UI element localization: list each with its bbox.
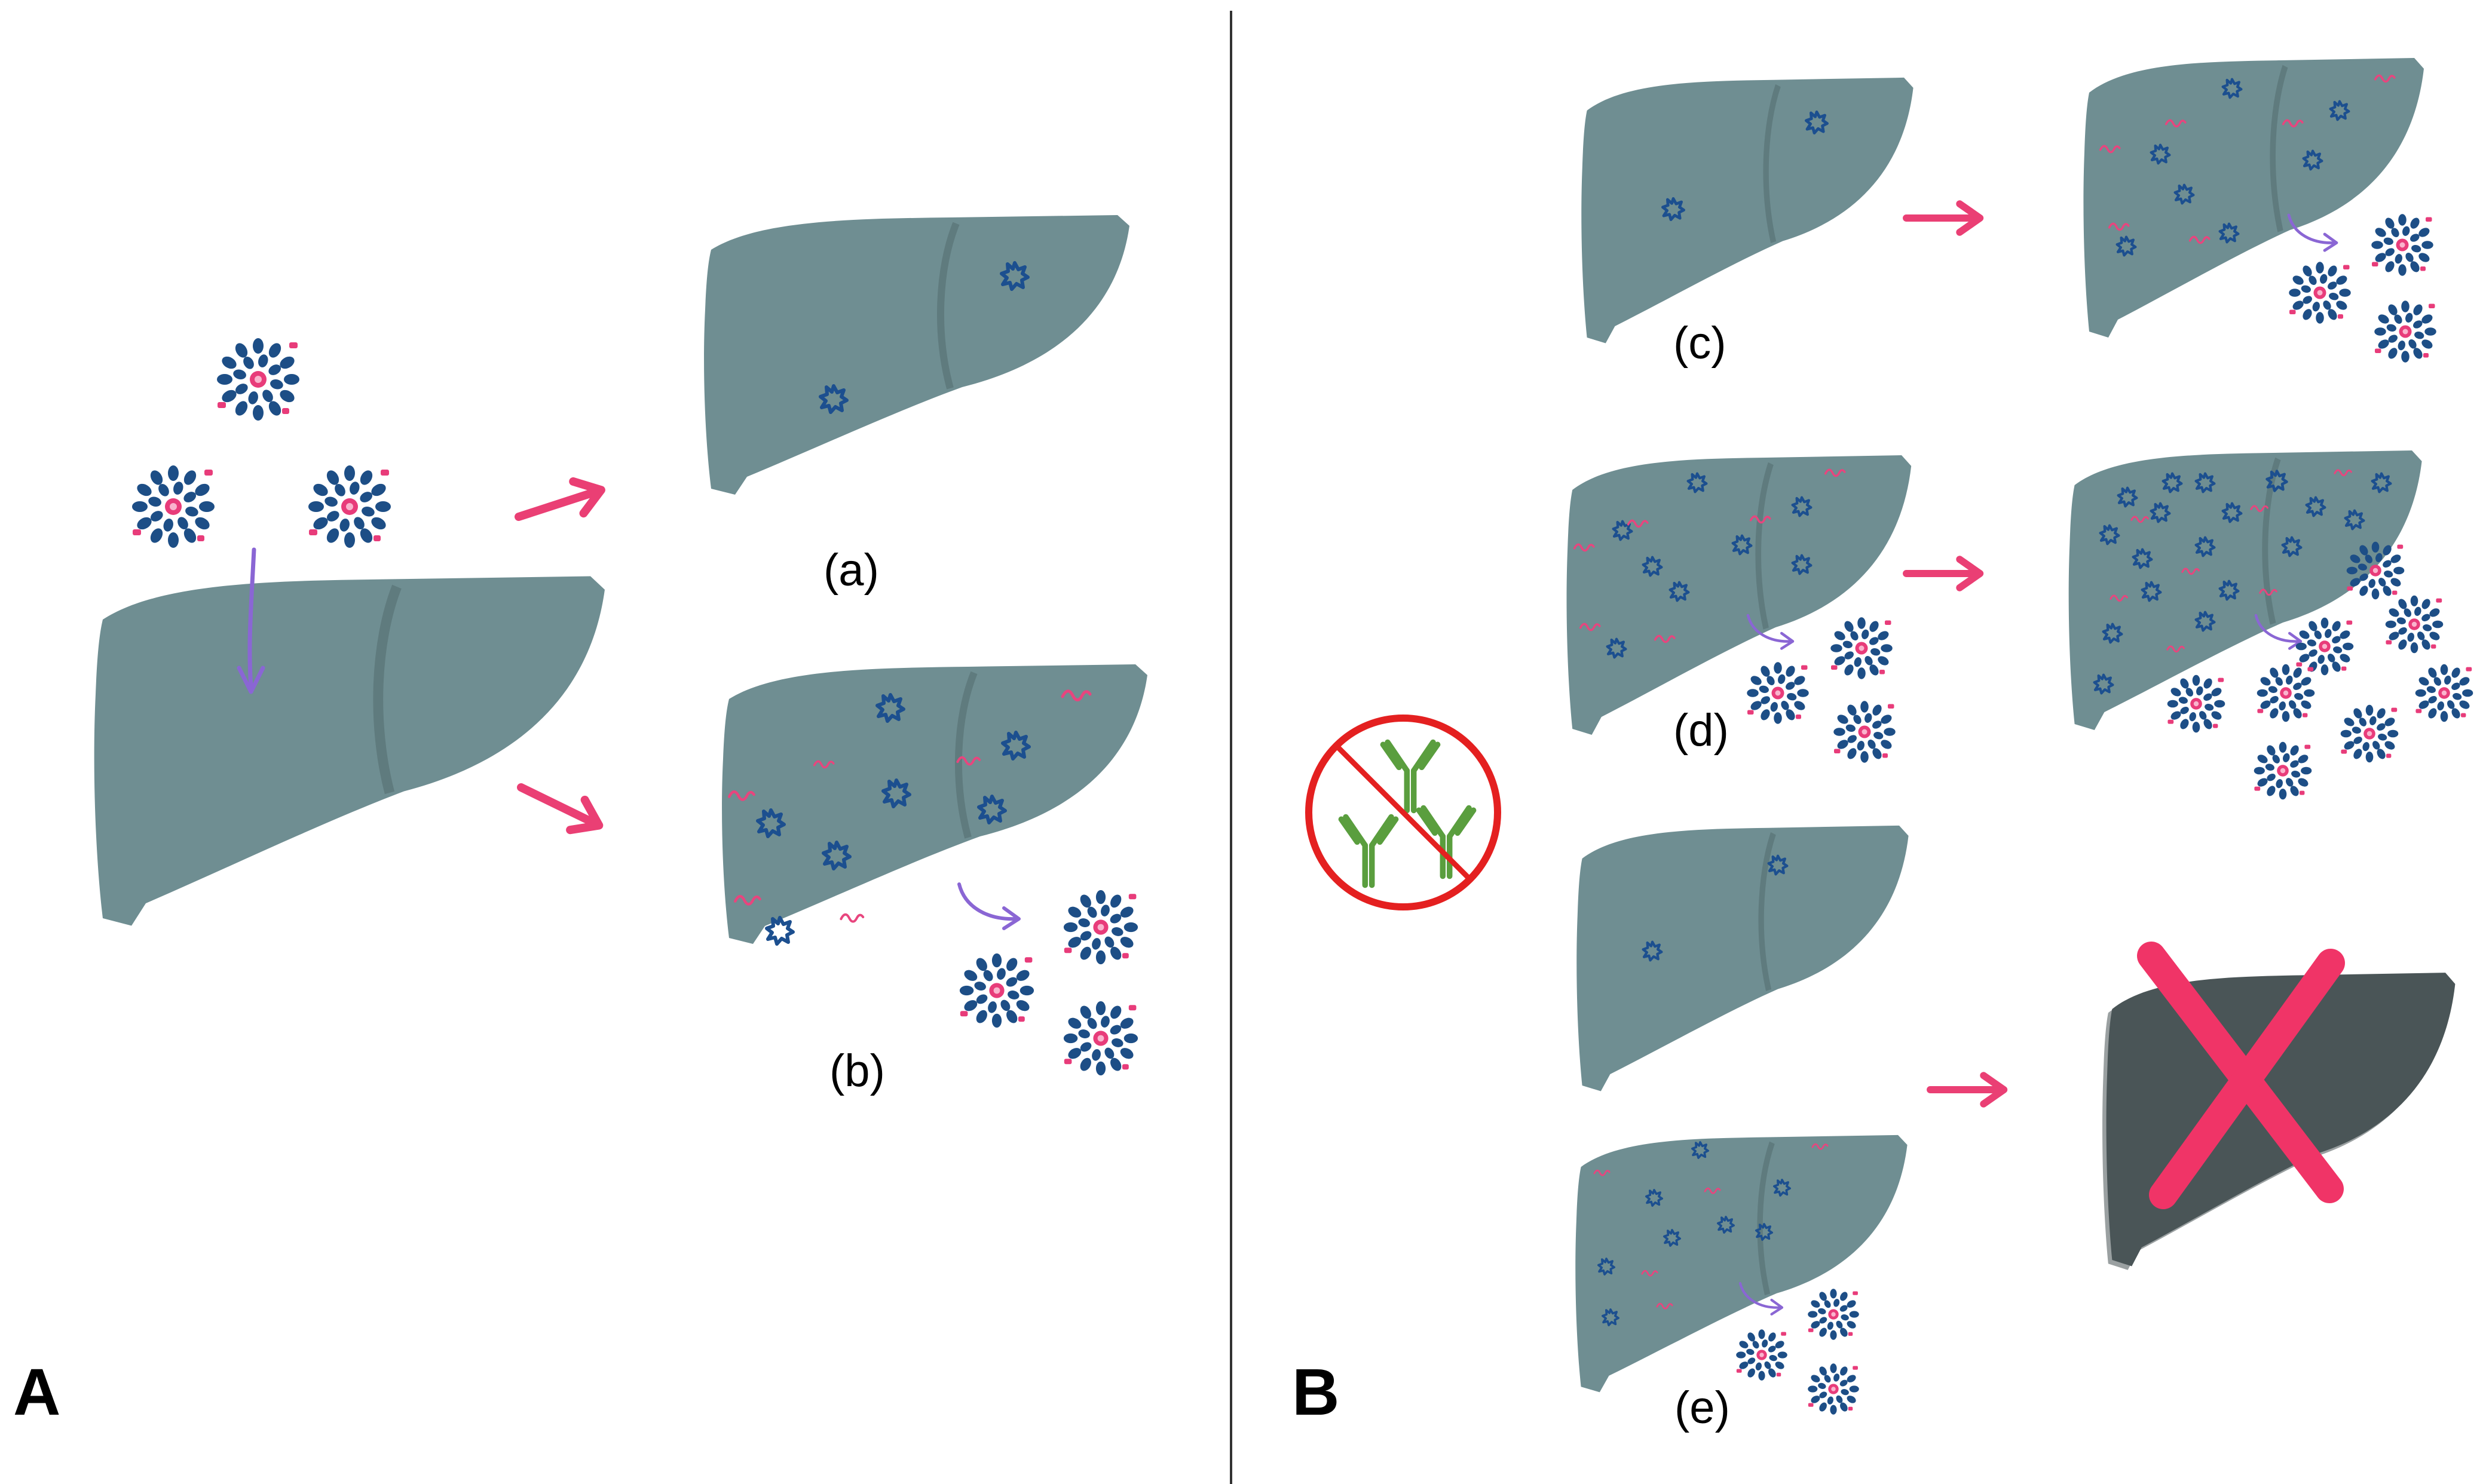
liver-icon <box>2083 58 2424 338</box>
virus-particle-icon <box>1063 1001 1138 1076</box>
virus-particle-icon <box>2371 214 2433 276</box>
virus-particle-icon <box>2385 595 2444 654</box>
liver-icon <box>1576 825 1909 1091</box>
label-d: (d) <box>1673 705 1729 756</box>
progression-arrow-icon <box>513 474 606 533</box>
cross-icon <box>2137 942 2345 1209</box>
label-c: (c) <box>1673 318 1726 369</box>
panel-letter-b: B <box>1292 1356 1339 1429</box>
virus-particle-icon <box>2257 664 2315 722</box>
virus-particle-icon <box>2254 741 2312 800</box>
progression-arrow-icon <box>1906 559 1980 588</box>
panel-a: (a) (b) A <box>13 215 1147 1429</box>
liver-icon <box>1581 77 1914 344</box>
virus-particle-icon <box>1736 1329 1787 1381</box>
virus-particle-icon <box>1833 701 1896 763</box>
liver-icon <box>704 215 1129 495</box>
virus-particle-icon <box>2374 301 2436 363</box>
liver-icon <box>1566 455 1912 735</box>
virus-particle-icon <box>1747 662 1809 724</box>
release-arrow-icon <box>959 884 1019 928</box>
virus-particle-icon <box>308 465 391 548</box>
label-b: (b) <box>829 1045 885 1096</box>
virus-particle-icon <box>959 953 1034 1028</box>
virus-particle-icon <box>2167 674 2225 733</box>
virus-particle-icon <box>1808 1289 1859 1340</box>
release-arrow-icon <box>237 547 265 694</box>
panel-b: (c) <box>1292 58 2473 1433</box>
virus-particle-icon <box>1830 617 1893 679</box>
progression-arrow-icon <box>1930 1075 2004 1104</box>
no-antibodies-sign-icon <box>1305 715 1501 910</box>
label-e: (e) <box>1674 1382 1730 1433</box>
virus-particle-icon <box>2289 262 2351 324</box>
liver-icon <box>94 576 605 926</box>
virus-particle-icon <box>2295 617 2354 676</box>
progression-arrow-icon <box>1906 204 1980 232</box>
virus-particle-icon <box>1063 890 1138 965</box>
progression-arrow-icon <box>514 772 607 841</box>
virus-particle-icon <box>2415 664 2473 722</box>
virus-particle-icon <box>217 338 299 421</box>
virus-particle-icon <box>2340 704 2399 763</box>
panel-letter-a: A <box>13 1356 60 1429</box>
virus-particle-icon <box>1808 1363 1859 1415</box>
label-a: (a) <box>823 545 879 596</box>
virus-particle-icon <box>132 465 215 548</box>
